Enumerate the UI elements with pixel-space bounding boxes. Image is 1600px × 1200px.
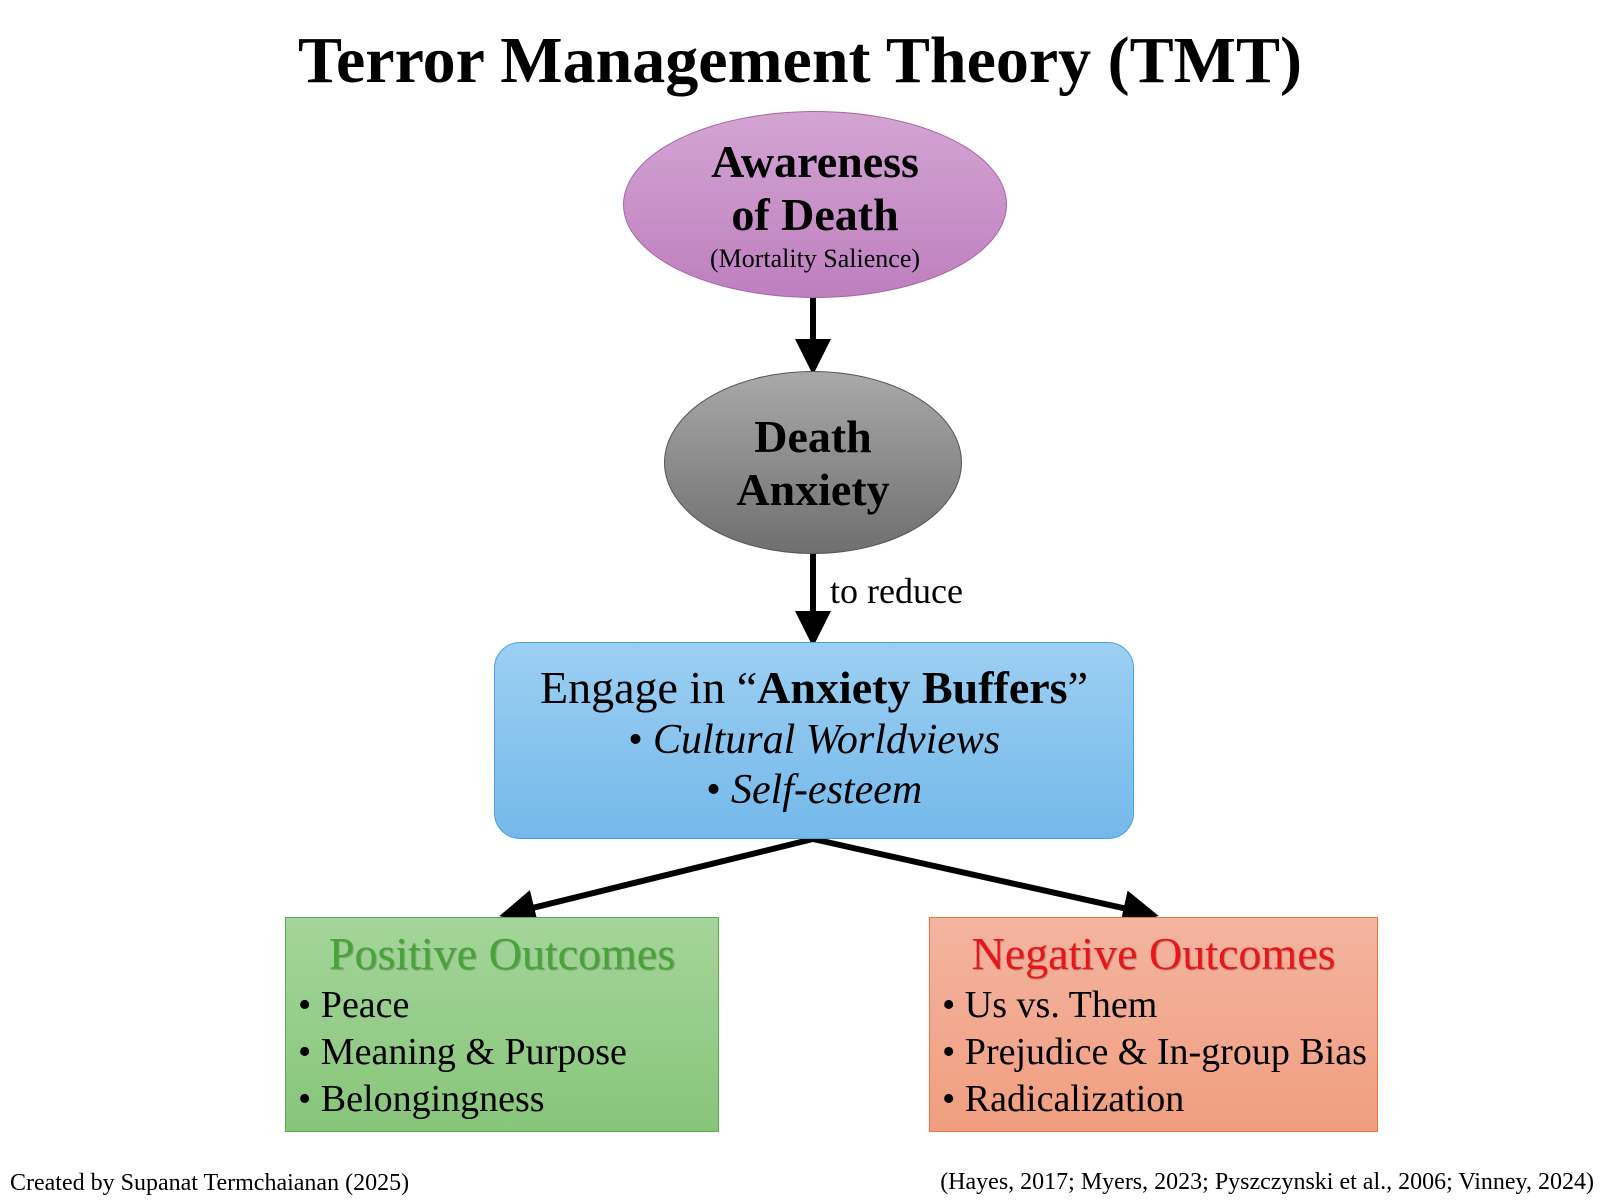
node-awareness-of-death: Awareness of Death (Mortality Salience) bbox=[623, 111, 1007, 298]
buffer-item-self-esteem: • Self-esteem bbox=[705, 767, 923, 813]
positive-item-peace: • Peace bbox=[298, 984, 410, 1026]
buffer-item-cultural-worldviews: • Cultural Worldviews bbox=[627, 717, 1001, 763]
awareness-line-1: Awareness bbox=[711, 135, 919, 187]
diagram-title: Terror Management Theory (TMT) bbox=[298, 24, 1302, 97]
node-positive-outcomes: Positive Outcomes • Peace • Meaning & Pu… bbox=[285, 917, 719, 1132]
positive-item-belongingness: • Belongingness bbox=[298, 1078, 545, 1120]
negative-item-prejudice-bias: • Prejudice & In-group Bias bbox=[942, 1031, 1367, 1073]
anxiety-line-1: Death bbox=[754, 410, 872, 462]
creator-credit: Created by Supanat Termchaianan (2025) bbox=[10, 1170, 410, 1196]
arrow-buffers-to-negative bbox=[812, 836, 1159, 926]
negative-outcomes-title: Negative Outcomes bbox=[971, 928, 1336, 979]
anxiety-line-2: Anxiety bbox=[736, 463, 890, 515]
arrow-buffers-to-positive bbox=[499, 836, 814, 926]
buffers-heading-bold: Anxiety Buffers bbox=[757, 662, 1068, 713]
positive-item-meaning-purpose: • Meaning & Purpose bbox=[298, 1031, 627, 1073]
node-negative-outcomes: Negative Outcomes • Us vs. Them • Prejud… bbox=[929, 917, 1378, 1132]
buffers-heading: Engage in “Anxiety Buffers” bbox=[495, 661, 1133, 715]
references-citation: (Hayes, 2017; Myers, 2023; Pyszczynski e… bbox=[940, 1169, 1594, 1195]
node-death-anxiety: Death Anxiety bbox=[664, 371, 962, 554]
negative-item-radicalization: • Radicalization bbox=[942, 1078, 1185, 1120]
positive-outcomes-title: Positive Outcomes bbox=[328, 928, 676, 979]
awareness-subtitle: (Mortality Salience) bbox=[709, 243, 921, 273]
negative-item-us-vs-them: • Us vs. Them bbox=[942, 984, 1158, 1026]
buffers-heading-suffix: ” bbox=[1067, 662, 1089, 713]
edge-label-to-reduce: to reduce bbox=[830, 571, 963, 611]
awareness-line-2: of Death bbox=[731, 188, 899, 240]
buffers-heading-prefix: Engage in “ bbox=[539, 662, 758, 713]
node-anxiety-buffers: Engage in “Anxiety Buffers” • Cultural W… bbox=[494, 642, 1134, 839]
